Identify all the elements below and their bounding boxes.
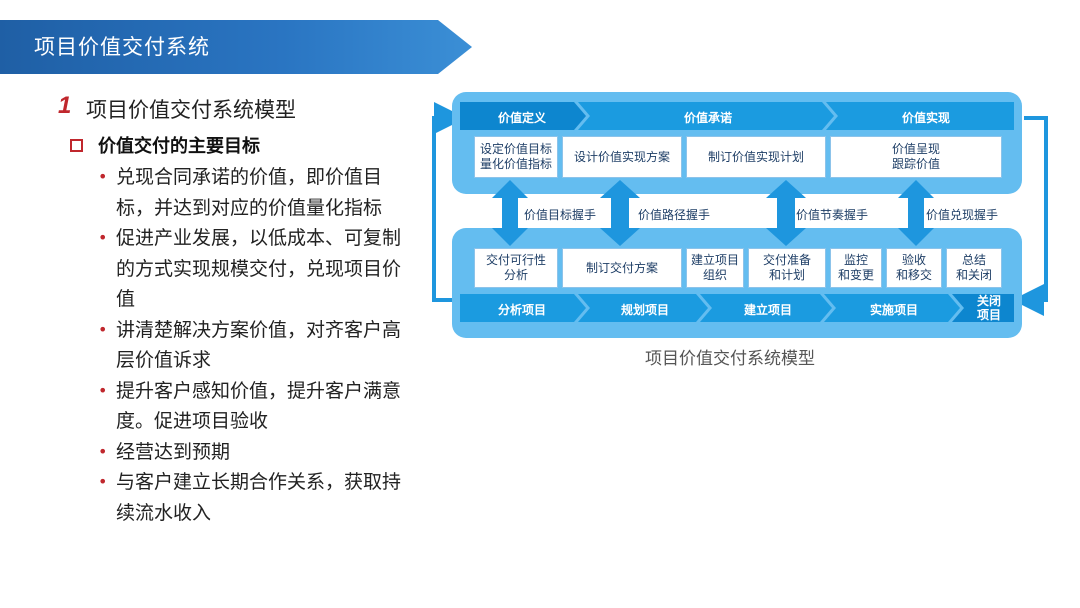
cell-monitor-change: 监控 和变更 <box>830 248 882 288</box>
cell-delivery-plan: 制订交付方案 <box>562 248 682 288</box>
list-item-text: 兑现合同承诺的价值，即价值目标，并达到对应的价值量化指标 <box>116 166 383 219</box>
bullet-dot-icon: • <box>98 441 108 461</box>
loop-arrow-right <box>1012 116 1048 316</box>
band-label-close: 关闭 项目 <box>976 294 1001 322</box>
list-item: • 与客户建立长期合作关系，获取持续流水收入 <box>98 467 408 528</box>
cell-delivery-feasibility: 交付可行性 分析 <box>474 248 558 288</box>
handshake-arrow-3 <box>766 180 806 246</box>
list-item-text: 与客户建立长期合作关系，获取持续流水收入 <box>116 471 402 524</box>
cell-delivery-prep: 交付准备 和计划 <box>748 248 826 288</box>
list-item: • 促进产业发展，以低成本、可复制的方式实现规模交付，兑现项目价值 <box>98 223 408 315</box>
list-item-text: 讲清楚解决方案价值，对齐客户高层价值诉求 <box>116 318 402 372</box>
bullet-dot-icon: • <box>98 380 108 400</box>
value-delivery-diagram: 价值定义 价值承诺 价值实现 设定价值目标 量化价值指标 设计价值实现方案 制订… <box>424 90 1054 342</box>
band-label-value-realization: 价值实现 <box>901 111 950 125</box>
header-title: 项目价值交付系统 <box>34 35 210 59</box>
list-item-text: 促进产业发展，以低成本、可复制的方式实现规模交付，兑现项目价值 <box>116 227 402 310</box>
bottom-band-4 <box>824 294 960 322</box>
handshake-arrow-1 <box>492 180 528 246</box>
section-number: 1 <box>58 92 72 119</box>
cell-accept-handover: 验收 和移交 <box>886 248 942 288</box>
subsection-title: 价值交付的主要目标 <box>98 136 260 157</box>
bottom-band-5 <box>952 294 1014 322</box>
cell-build-org: 建立项目 组织 <box>686 248 744 288</box>
band-label-build: 建立项目 <box>743 303 792 317</box>
top-band-1 <box>460 102 586 130</box>
bullet-dot-icon: • <box>98 319 108 339</box>
handshake-arrow-2 <box>600 180 640 246</box>
bullet-dot-icon: • <box>98 472 108 491</box>
cell-set-value-target: 设定价值目标 量化价值指标 <box>474 136 558 178</box>
bullet-dot-icon: • <box>98 167 108 186</box>
list-item: • 讲清楚解决方案价值，对齐客户高层价值诉求 <box>98 315 408 376</box>
header-banner: 项目价值交付系统 <box>0 20 472 74</box>
list-item-text: 经营达到预期 <box>116 440 231 463</box>
top-band-2 <box>578 102 834 130</box>
handshake-label-path: 价值路径握手 <box>638 208 711 222</box>
cell-value-presentation: 价值呈现 跟踪价值 <box>830 136 1002 178</box>
handshake-label-rhythm: 价值节奏握手 <box>796 208 869 222</box>
band-label-execute: 实施项目 <box>869 303 918 317</box>
band-label-analyze: 分析项目 <box>497 303 546 317</box>
cell-value-realization-plan: 制订价值实现计划 <box>686 136 826 178</box>
handshake-label-fulfillment: 价值兑现握手 <box>926 208 999 222</box>
list-item: • 经营达到预期 <box>98 437 408 468</box>
bottom-band-1 <box>460 294 586 322</box>
section-title: 项目价值交付系统模型 <box>86 98 296 122</box>
top-band-3 <box>826 102 1014 130</box>
list-item: • 提升客户感知价值，提升客户满意度。促进项目验收 <box>98 376 408 437</box>
bottom-band-2 <box>578 294 708 322</box>
band-label-value-commitment: 价值承诺 <box>683 111 732 125</box>
handshake-label-target: 价值目标握手 <box>524 208 597 222</box>
bullet-dot-icon: • <box>98 228 108 247</box>
cell-summary-close: 总结 和关闭 <box>946 248 1002 288</box>
bottom-band-3 <box>700 294 832 322</box>
list-item: • 兑现合同承诺的价值，即价值目标，并达到对应的价值量化指标 <box>98 162 408 223</box>
cell-design-value-plan: 设计价值实现方案 <box>562 136 682 178</box>
handshake-arrow-4 <box>898 180 934 246</box>
list-item-text: 提升客户感知价值，提升客户满意度。促进项目验收 <box>116 379 402 433</box>
band-label-value-definition: 价值定义 <box>497 111 546 125</box>
diagram-caption: 项目价值交付系统模型 <box>645 349 815 369</box>
loop-arrow-left <box>432 102 466 302</box>
band-label-plan: 规划项目 <box>620 303 669 317</box>
goal-list: • 兑现合同承诺的价值，即价值目标，并达到对应的价值量化指标 • 促进产业发展，以低… <box>98 162 408 528</box>
square-bullet-icon <box>70 139 83 152</box>
